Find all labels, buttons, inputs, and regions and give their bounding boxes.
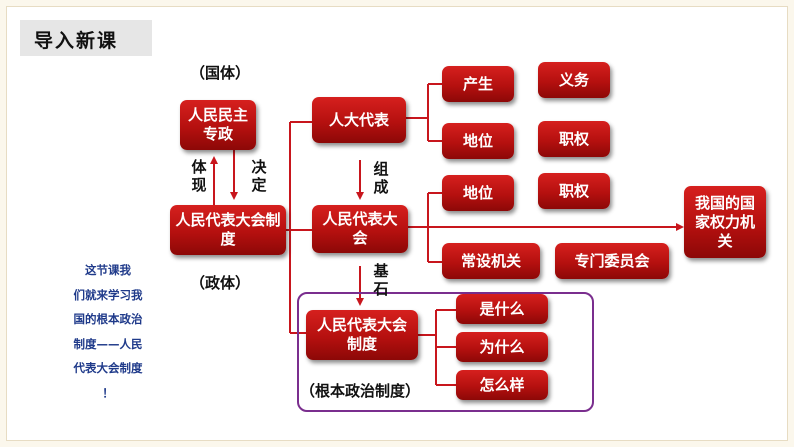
genben-zhidu-frame	[297, 292, 594, 412]
intro-line: 代表大会制度	[73, 361, 143, 375]
box-zhuanmen-weiyuanhui: 专门委员会	[555, 243, 669, 279]
box-renmin-daibiao-dahui-zhidu-bottom: 人民代表大会制度	[306, 310, 418, 360]
box-wei-shenme: 为什么	[456, 332, 548, 362]
box-renmin-minzhu-zhuanzheng: 人民民主专政	[180, 100, 256, 150]
label-jueding: 决定	[251, 158, 267, 194]
label-guoti: （国体）	[190, 64, 251, 82]
box-diwei-1: 地位	[442, 123, 514, 159]
intro-line: 制度——人民	[73, 336, 143, 351]
intro-line: ！	[102, 385, 114, 400]
box-shi-shenme: 是什么	[456, 294, 548, 324]
box-zenme-yang: 怎么样	[456, 370, 548, 400]
box-changshe-jiguan: 常设机关	[442, 243, 540, 279]
box-renmin-daibiao-dahui-zhidu-left: 人民代表大会制度	[170, 205, 286, 255]
label-genben-zhidu: （根本政治制度）	[300, 382, 421, 400]
label-jishi: 基石	[373, 262, 389, 298]
intro-line: 国的根本政治	[73, 312, 143, 326]
box-renmin-daibiao-dahui: 人民代表大会	[312, 205, 408, 253]
label-tixian: 体现	[191, 158, 207, 194]
box-zhiquan-2: 职权	[538, 173, 610, 209]
slide-title: 导入新课	[34, 30, 119, 52]
box-guojia-quanli-jiguan: 我国的国家权力机关	[684, 186, 766, 258]
intro-line: 们就来学习我	[73, 287, 143, 302]
label-zhengti: （政体）	[190, 274, 251, 292]
box-diwei-2: 地位	[442, 175, 514, 211]
box-renda-daibiao: 人大代表	[312, 97, 406, 143]
box-yiwu: 义务	[538, 62, 610, 98]
label-zucheng: 组成	[373, 160, 389, 196]
intro-text: 这节课我 们就来学习我 国的根本政治 制度——人民 代表大会制度 ！	[62, 258, 154, 405]
intro-line: 这节课我	[85, 263, 131, 277]
title-bar: 导入新课	[20, 20, 152, 56]
box-zhiquan-1: 职权	[538, 121, 610, 157]
box-chansheng: 产生	[442, 66, 514, 102]
